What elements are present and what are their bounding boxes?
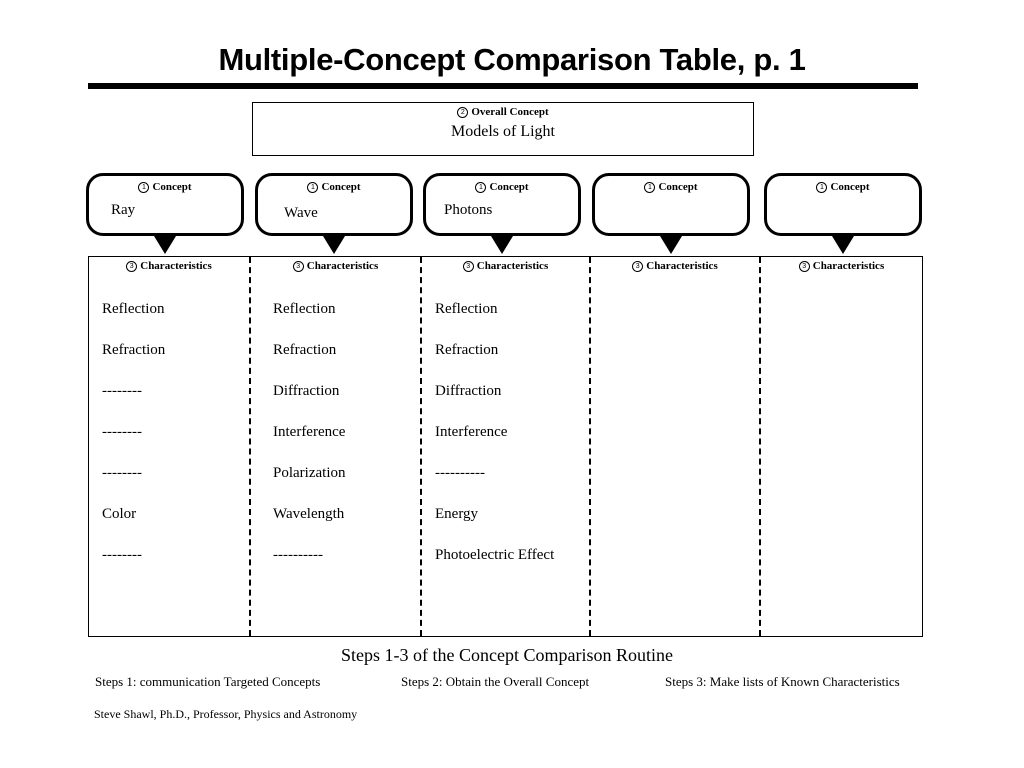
characteristics-table — [88, 256, 923, 637]
page-title: Multiple-Concept Comparison Table, p. 1 — [218, 42, 806, 77]
list-item: Interference — [435, 424, 508, 440]
column-divider — [759, 257, 761, 636]
list-item: -------- — [102, 383, 142, 399]
list-item: Reflection — [435, 301, 498, 317]
list-item: Refraction — [273, 342, 337, 358]
list-item: Photoelectric Effect — [435, 547, 555, 563]
steps-title: Steps 1-3 of the Concept Comparison Rout… — [341, 645, 673, 665]
list-item: ---------- — [435, 465, 485, 481]
list-item: Energy — [435, 506, 479, 522]
down-arrow-icon — [832, 236, 854, 254]
list-item: Wavelength — [273, 506, 345, 522]
step-1-icon: 1 — [138, 182, 150, 193]
down-arrow-icon — [491, 236, 513, 254]
concept-value: Photons — [444, 202, 493, 218]
down-arrow-icon — [154, 236, 176, 254]
down-arrow-icon — [660, 236, 682, 254]
step-1-icon: 1 — [644, 182, 656, 193]
step-1-icon: 1 — [475, 182, 487, 193]
step-3-icon: 3 — [292, 261, 304, 272]
list-item: Reflection — [273, 301, 336, 317]
list-item: Diffraction — [435, 383, 502, 399]
column-divider — [589, 257, 591, 636]
list-item: Interference — [273, 424, 346, 440]
list-item: Refraction — [102, 342, 166, 358]
list-item: -------- — [102, 465, 142, 481]
step-1-icon: 1 — [816, 182, 828, 193]
concept-value: Ray — [111, 202, 136, 218]
step-3-icon: 3 — [632, 261, 644, 272]
list-item: Reflection — [102, 301, 165, 317]
step-2-icon: 2 — [457, 107, 469, 118]
list-item: -------- — [102, 424, 142, 440]
concept-value: Wave — [284, 205, 318, 221]
list-item: Diffraction — [273, 383, 340, 399]
list-item: Polarization — [273, 465, 346, 481]
list-item: Refraction — [435, 342, 499, 358]
step-2-text: Steps 2: Obtain the Overall Concept — [401, 674, 590, 689]
step-3-text: Steps 3: Make lists of Known Characteris… — [665, 674, 900, 689]
list-item: -------- — [102, 547, 142, 563]
overall-concept-value: Models of Light — [451, 123, 555, 140]
column-divider — [249, 257, 251, 636]
step-3-icon: 3 — [798, 261, 810, 272]
title-rule — [88, 83, 918, 89]
down-arrow-icon — [323, 236, 345, 254]
author-credit: Steve Shawl, Ph.D., Professor, Physics a… — [94, 707, 358, 721]
step-3-icon: 3 — [462, 261, 474, 272]
column-divider — [420, 257, 422, 636]
list-item: ---------- — [273, 547, 323, 563]
list-item: Color — [102, 506, 137, 522]
step-1-icon: 1 — [307, 182, 319, 193]
step-3-icon: 3 — [126, 261, 138, 272]
step-1-text: Steps 1: communication Targeted Concepts — [95, 674, 321, 689]
